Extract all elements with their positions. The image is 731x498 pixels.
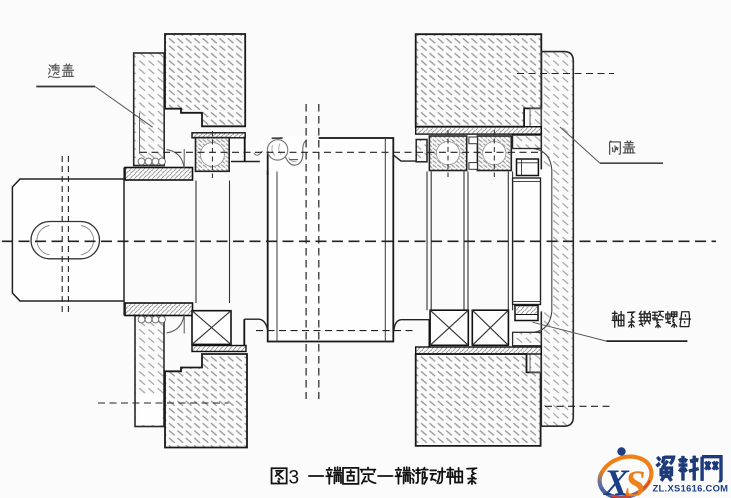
svg-text:ZL.XS1616.COM: ZL.XS1616.COM [653,483,729,494]
svg-text:3: 3 [289,468,300,489]
svg-text:S: S [625,464,646,498]
svg-text:X: X [603,463,630,498]
